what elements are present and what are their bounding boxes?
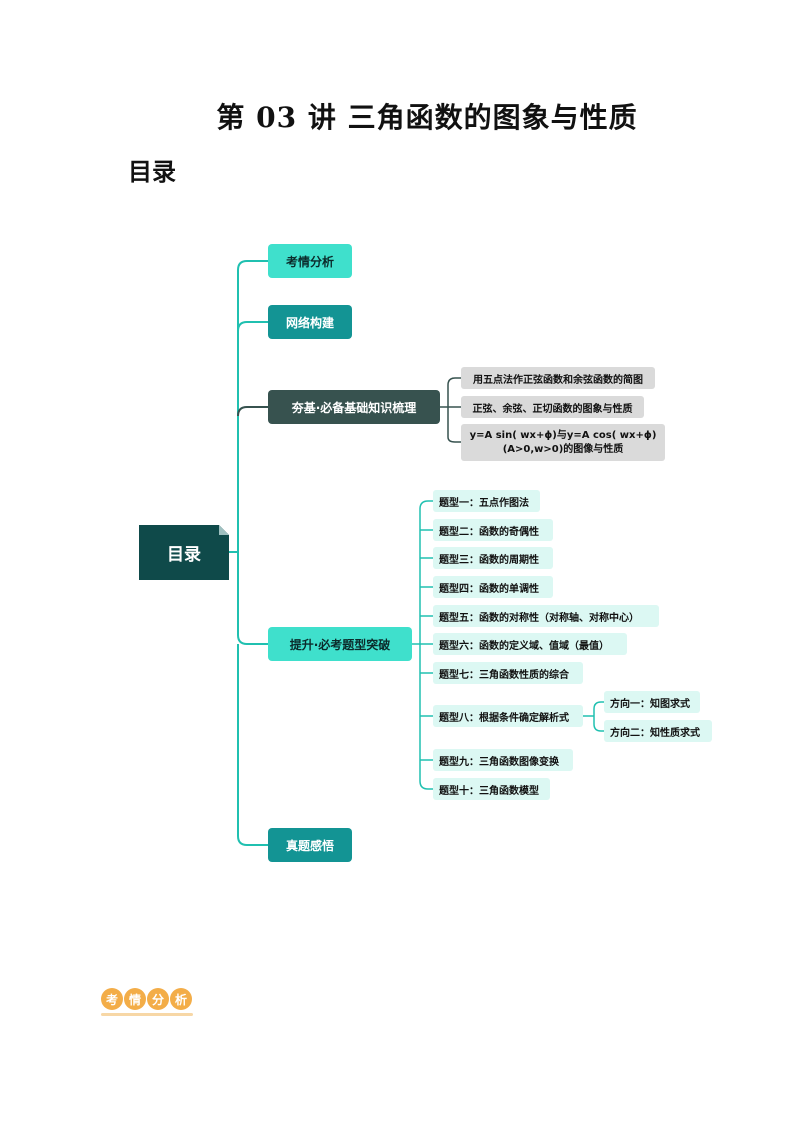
toc-heading: 目录 [128,158,176,186]
branch-network-build: 网络构建 [268,305,352,339]
knowledge-item-line: (A>0,w>0)的图像与性质 [502,443,624,455]
connector-k-trunk [440,385,449,437]
mindmap-root: 目录 [139,525,229,580]
connector-t-trunk [419,500,433,790]
direction-item: 方向一：知图求式 [604,691,700,713]
branch-basic-knowledge: 夯基·必备基础知识梳理 [268,390,440,424]
question-type-item: 题型七：三角函数性质的综合 [433,662,583,684]
branch-exam-analysis: 考情分析 [268,244,352,278]
knowledge-item: 用五点法作正弦函数和余弦函数的简图 [461,367,655,389]
connector-b4 [237,552,268,645]
badge-underline [101,1013,193,1016]
badge-char: 情 [124,988,146,1010]
knowledge-item: 正弦、余弦、正切函数的图象与性质 [461,396,644,418]
question-type-item: 题型八：根据条件确定解析式 [433,705,583,727]
question-type-item: 题型五：函数的对称性（对称轴、对称中心） [433,605,659,627]
page-title: 第 03 讲 三角函数的图象与性质 [216,101,638,134]
connector-b2 [237,321,268,332]
badge-char: 析 [170,988,192,1010]
knowledge-item: y=A sin( wx+ϕ)与y=A cos( wx+ϕ) (A>0,w>0)的… [461,424,665,461]
connector-b3 [237,406,268,417]
question-type-item: 题型二：函数的奇偶性 [433,519,553,541]
root-corner-fold [219,525,229,535]
question-type-item: 题型六：函数的定义域、值域（最值） [433,633,627,655]
question-type-item: 题型一：五点作图法 [433,490,540,512]
connector-b5 [237,644,268,846]
question-type-item: 题型四：函数的单调性 [433,576,553,598]
badge-char: 考 [101,988,123,1010]
section-badge: 考 情 分 析 [101,988,192,1010]
connector-d2 [593,716,604,732]
branch-real-exam: 真题感悟 [268,828,352,862]
question-type-item: 题型三：函数的周期性 [433,547,553,569]
connector-d1 [593,701,604,716]
badge-char: 分 [147,988,169,1010]
connector-trunk-top [237,260,268,552]
knowledge-item-line: y=A sin( wx+ϕ)与y=A cos( wx+ϕ) [469,429,657,441]
connector-k1 [447,377,461,386]
branch-question-types: 提升·必考题型突破 [268,627,412,661]
connector-k3 [447,436,461,443]
direction-item: 方向二：知性质求式 [604,720,712,742]
question-type-item: 题型十：三角函数模型 [433,778,550,800]
question-type-item: 题型九：三角函数图像变换 [433,749,573,771]
